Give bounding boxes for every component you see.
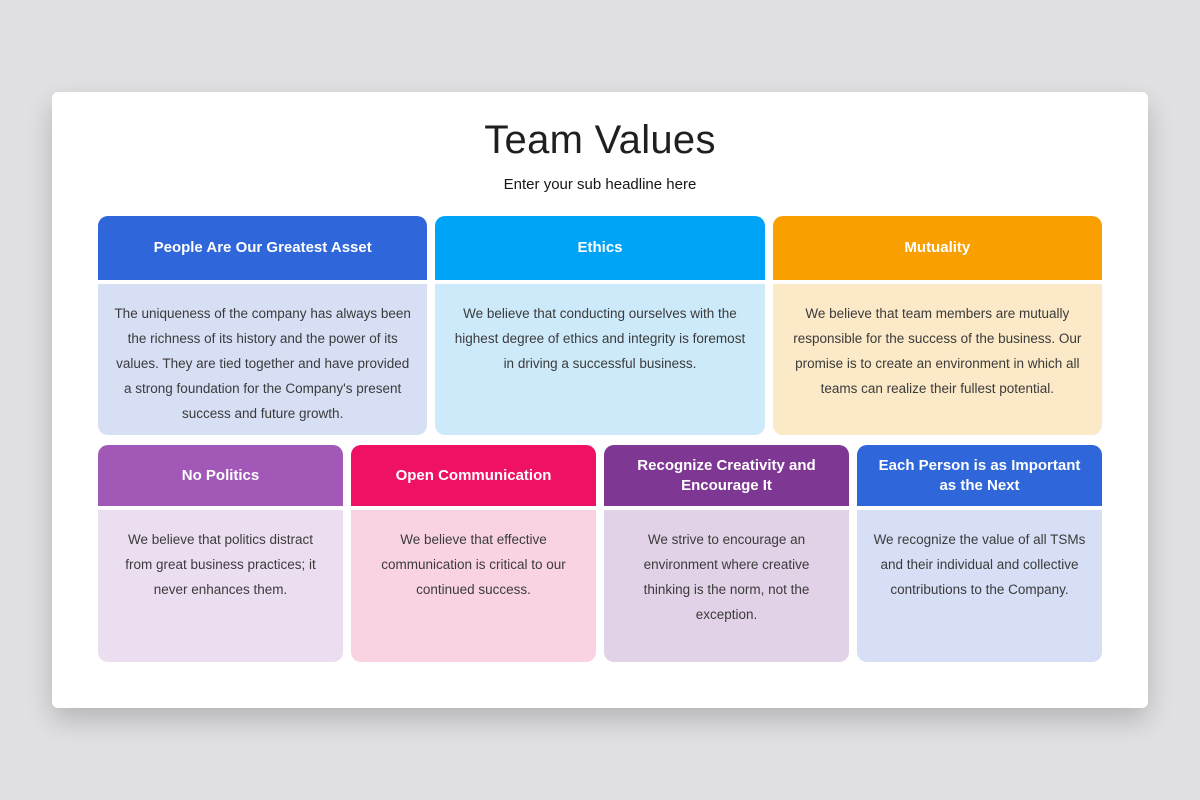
value-card-ethics: Ethics We believe that conducting oursel… <box>435 216 765 435</box>
value-card-title: Ethics <box>435 216 765 280</box>
value-card-people: People Are Our Greatest Asset The unique… <box>98 216 428 435</box>
value-card-mutuality: Mutuality We believe that team members a… <box>772 216 1102 435</box>
value-card-description: We strive to encourage an environment wh… <box>604 510 849 662</box>
value-card-title: Each Person is as Important as the Next <box>857 445 1102 506</box>
page-subtitle: Enter your sub headline here <box>503 176 697 193</box>
slide-canvas: Team Values Enter your sub headline here… <box>52 92 1148 708</box>
page-title: Team Values <box>484 118 716 162</box>
cards-row-top: People Are Our Greatest Asset The unique… <box>98 216 1102 435</box>
value-card-title: Mutuality <box>772 216 1102 280</box>
value-card-description: We believe that team members are mutuall… <box>772 284 1102 435</box>
value-card-description: We believe that conducting ourselves wit… <box>435 284 765 435</box>
value-card-description: We believe that effective communication … <box>351 510 596 662</box>
value-card-description: We believe that politics distract from g… <box>98 510 343 662</box>
value-card-no-politics: No Politics We believe that politics dis… <box>98 445 343 662</box>
value-card-description: We recognize the value of all TSMs and t… <box>857 510 1102 662</box>
value-card-creativity: Recognize Creativity and Encourage It We… <box>604 445 849 662</box>
value-card-title: People Are Our Greatest Asset <box>98 216 428 280</box>
value-card-description: The uniqueness of the company has always… <box>98 284 428 435</box>
value-card-open-communication: Open Communication We believe that effec… <box>351 445 596 662</box>
cards-row-bottom: No Politics We believe that politics dis… <box>98 445 1102 662</box>
value-card-title: No Politics <box>98 445 343 506</box>
value-card-title: Recognize Creativity and Encourage It <box>604 445 849 506</box>
value-card-each-person: Each Person is as Important as the Next … <box>857 445 1102 662</box>
value-card-title: Open Communication <box>351 445 596 506</box>
cards-area: People Are Our Greatest Asset The unique… <box>52 216 1148 662</box>
